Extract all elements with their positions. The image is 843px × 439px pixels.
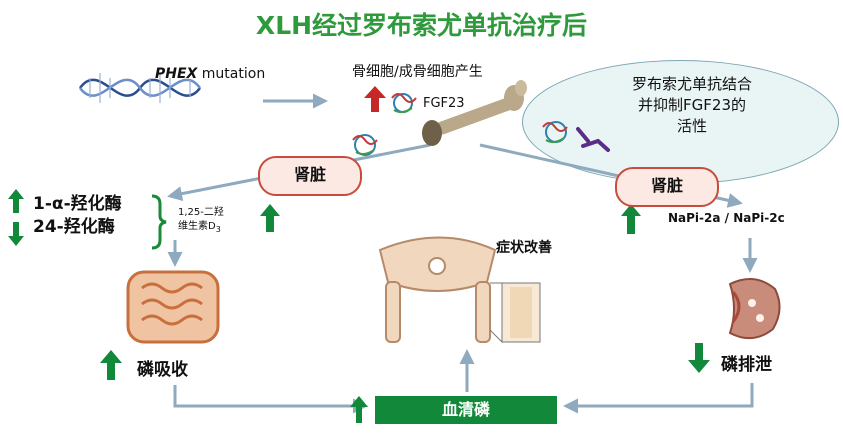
transporter-up-arrow [621,204,641,234]
vitd-up-arrow [260,204,280,232]
kidney-left-pill: 肾脏 [258,156,362,196]
antibody-icon [576,127,610,152]
fgf23-up-arrow [364,86,386,112]
transporter-label: NaPi-2a / NaPi-2c [668,211,785,225]
antibody-bubble [522,60,839,184]
intestine-icon [126,270,220,344]
enzyme-brace [151,194,167,250]
vitamin-d-line1: 1,25-二羟 [178,207,224,218]
antibody-line1: 罗布索尤单抗结合 [631,75,752,93]
protein-icon-bubble [542,121,568,144]
antibody-line3: 活性 [676,117,707,135]
phex-gene: PHEX [155,66,198,82]
vitamin-d-label: 1,25-二羟 维生素D3 [178,206,224,237]
absorption-label: 磷吸收 [137,360,188,380]
serum-phosphate-bar: 血清磷 [375,396,557,424]
diagram-title: XLH经过罗布索尤单抗治疗后 [255,11,588,40]
fgf23-label: FGF23 [423,96,465,111]
absorption-up-arrow [100,350,122,380]
bone-icon [422,80,527,146]
excretion-down-arrow [688,343,710,373]
excretion-label: 磷排泄 [721,355,772,375]
arrow-absorption-to-serum [173,385,368,414]
phex-mutation-label: PHEX mutation [155,66,265,82]
serum-up-arrow [350,396,368,423]
bone-cells-label: 骨细胞/成骨细胞产生 [352,64,483,80]
vitamin-d-subscript: 3 [215,225,221,234]
phex-suffix: mutation [197,66,266,82]
vitamin-d-line2: 维生素D [178,221,216,232]
kidney-icon [728,278,781,340]
pelvis-icon [378,236,497,343]
symptoms-label: 症状改善 [496,240,552,256]
enzyme-line1: 1-α-羟化酶 [33,194,122,214]
antibody-text: 罗布索尤单抗结合 并抑制FGF23的 活性 [577,74,807,137]
protein-icon-left [352,134,378,156]
enzyme2-down-arrow [8,222,24,246]
bone-section-icon [489,282,541,343]
enzyme1-up-arrow [8,189,24,213]
enzyme-line2: 24-羟化酶 [33,217,115,237]
protein-icon [391,93,417,114]
arrow-excretion-to-serum [563,383,754,414]
antibody-line2: 并抑制FGF23的 [638,96,746,114]
kidney-right-pill: 肾脏 [615,167,719,207]
enzyme-labels: 1-α-羟化酶 24-羟化酶 [33,193,122,239]
dna-helix-icon [78,73,202,103]
